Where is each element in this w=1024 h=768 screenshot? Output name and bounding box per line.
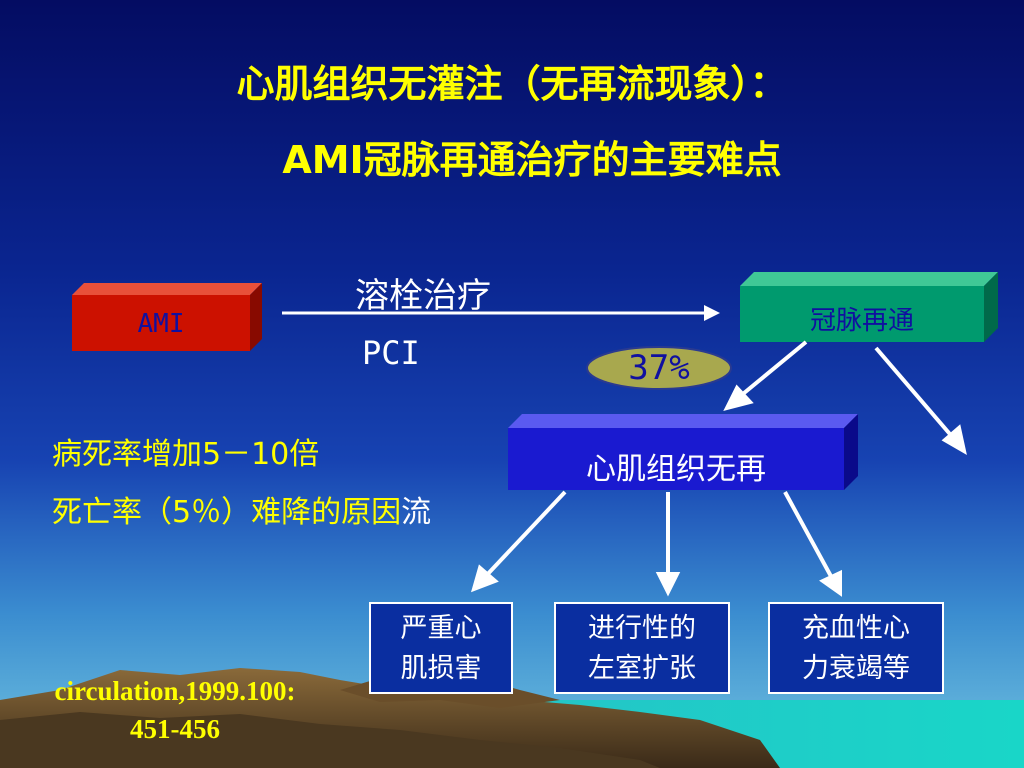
thrombolysis-label: 溶栓治疗 <box>355 276 491 316</box>
arrow-noreflow-to-left <box>482 490 567 580</box>
percentage-label: 37% <box>628 348 690 388</box>
death-rate-note: 死亡率（5％）难降的原因流 <box>52 494 431 532</box>
ami-box-label: AMI <box>137 309 185 339</box>
citation-line-2: 451-456 <box>130 714 220 744</box>
outcome-box-heart-failure: 充血性心 力衰竭等 <box>768 602 944 694</box>
outcome-box-lv-dilation: 进行性的 左室扩张 <box>554 602 730 694</box>
outcome-3-line-2: 力衰竭等 <box>802 653 910 684</box>
ami-box-shape <box>72 283 262 351</box>
pci-label: PCI <box>362 334 420 372</box>
citation-line-1: circulation,1999.100: <box>54 676 296 706</box>
recanalization-box: 冠脉再通 <box>740 272 998 342</box>
recanalization-box-shape <box>740 272 998 342</box>
death-rate-note-text: 死亡率（5％）难降的原因 <box>52 495 402 530</box>
outcome-3-line-1: 充血性心 <box>802 613 910 644</box>
overflow-character: 流 <box>401 495 432 530</box>
arrow-recanal-to-noreflow <box>736 340 808 400</box>
outcome-1-line-1: 严重心 <box>400 613 482 644</box>
outcome-2-line-2: 左室扩张 <box>588 653 696 684</box>
mortality-increase-note: 病死率增加5－10倍 <box>52 437 320 472</box>
outcome-box-myocardial-damage: 严重心 肌损害 <box>369 602 513 694</box>
title-line-2: AMI冠脉再通治疗的主要难点 <box>282 138 782 182</box>
citation: circulation,1999.100: 451-456 <box>10 672 340 748</box>
arrow-noreflow-to-right <box>783 491 835 581</box>
ami-box: AMI <box>72 283 262 351</box>
title-line-1: 心肌组织无灌注（无再流现象）： <box>236 62 788 106</box>
outcome-2-line-1: 进行性的 <box>588 613 696 644</box>
percentage-ellipse <box>586 346 732 390</box>
no-reflow-box: 心肌组织无再 <box>508 414 858 490</box>
recanalization-box-label: 冠脉再通 <box>809 306 914 336</box>
arrow-recanal-right <box>874 346 957 442</box>
outcome-1-line-2: 肌损害 <box>400 653 482 684</box>
no-reflow-box-shape <box>508 414 858 490</box>
no-reflow-box-label: 心肌组织无再 <box>586 452 766 487</box>
